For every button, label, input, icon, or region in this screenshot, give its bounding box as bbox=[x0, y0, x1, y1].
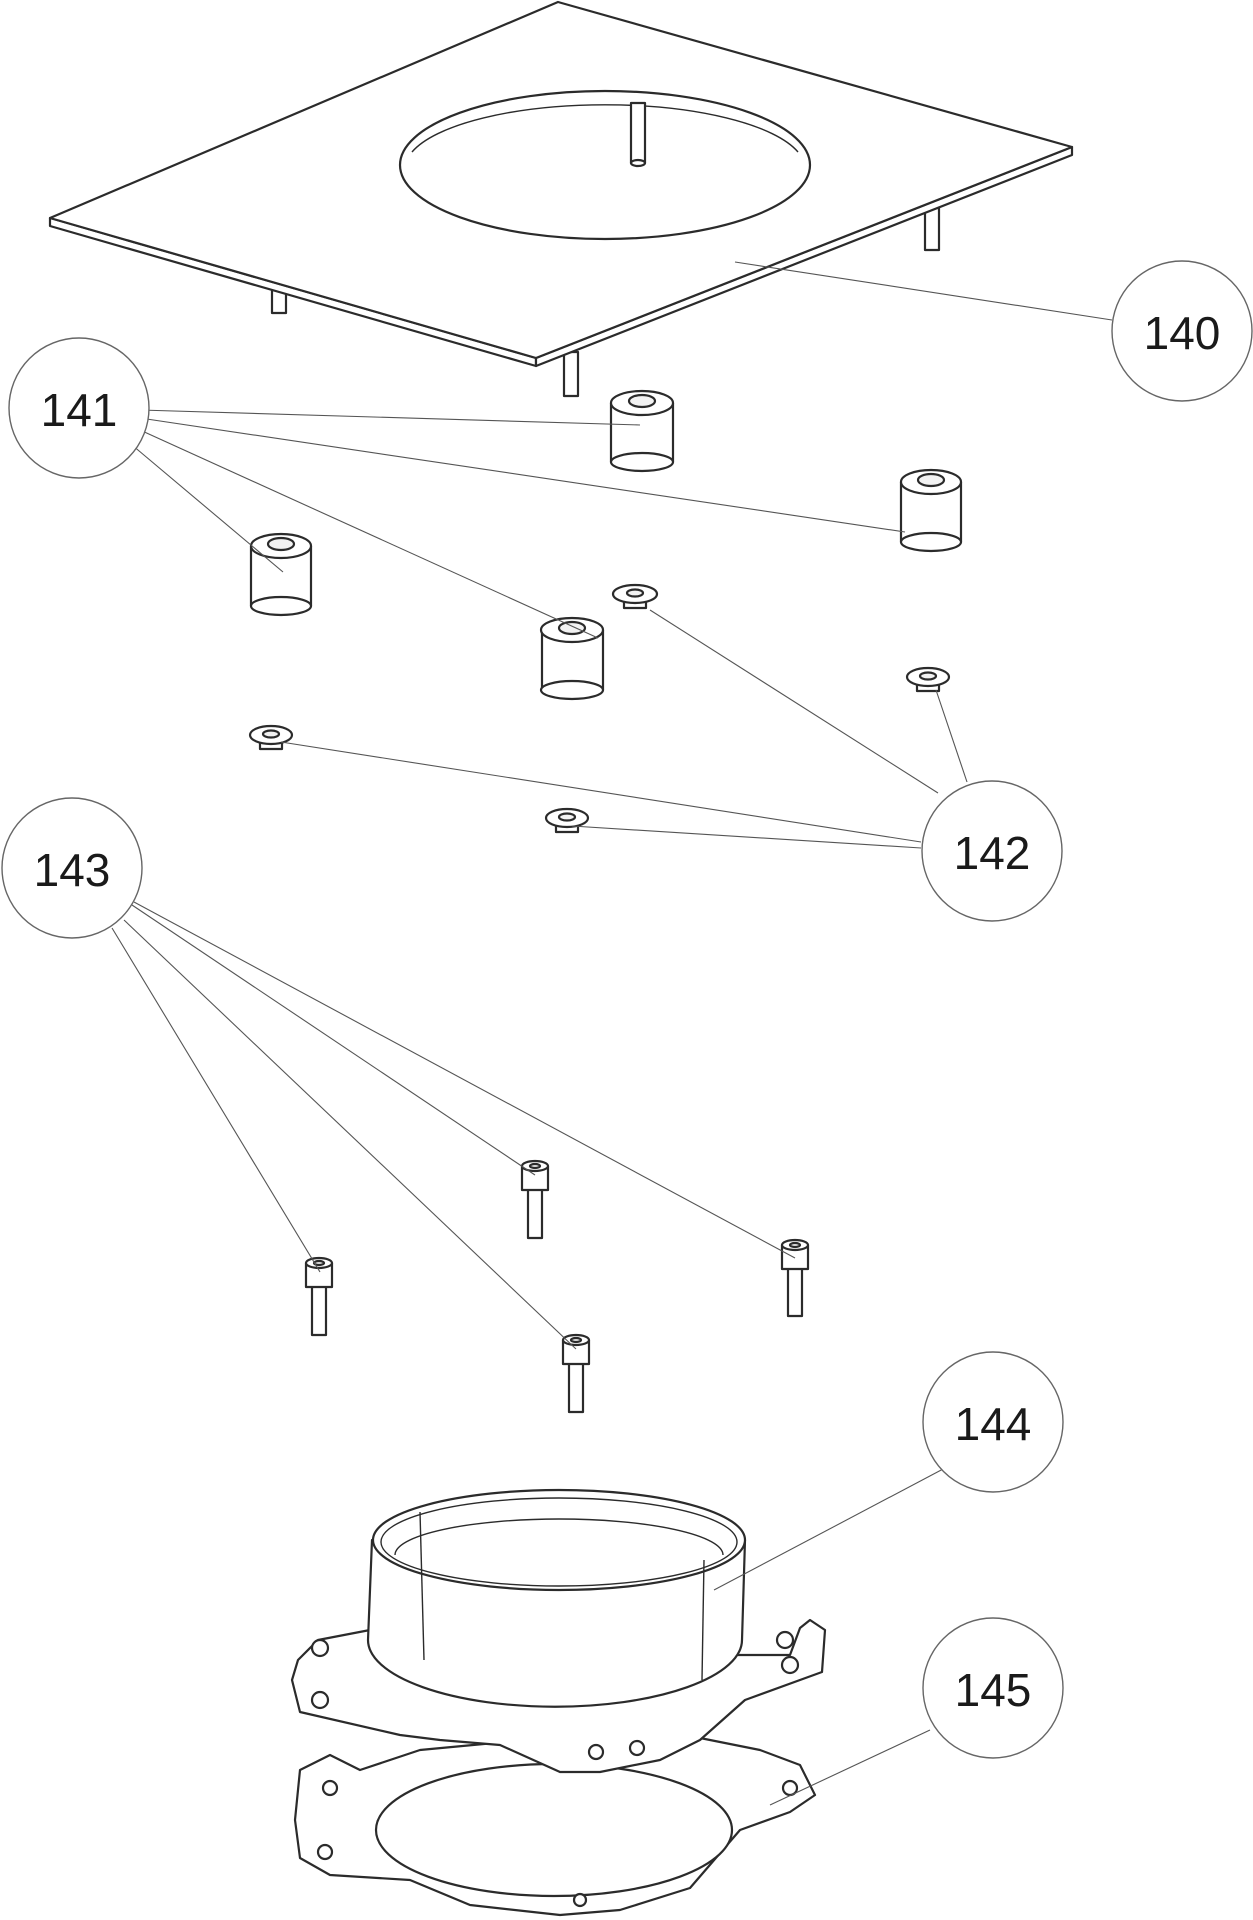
callout-144: 144 bbox=[922, 1351, 1064, 1493]
callout-140: 140 bbox=[1111, 260, 1253, 402]
callout-145-label: 145 bbox=[955, 1664, 1032, 1716]
callout-144-circle bbox=[922, 1351, 1064, 1493]
nut-1 bbox=[611, 583, 659, 610]
callout-142: 142 bbox=[921, 780, 1063, 922]
spacer-3 bbox=[249, 532, 313, 617]
nut-parts bbox=[248, 583, 951, 834]
callout-140-label: 140 bbox=[1144, 307, 1221, 359]
leader-143-c bbox=[111, 927, 321, 1273]
leader-141-d bbox=[139, 429, 599, 639]
leader-145 bbox=[769, 1729, 931, 1806]
screw-4 bbox=[561, 1333, 591, 1414]
spacer-4 bbox=[539, 616, 605, 701]
callout-143-label: 143 bbox=[34, 844, 111, 896]
leader-143-a bbox=[131, 904, 536, 1176]
callout-141-label: 141 bbox=[41, 384, 118, 436]
screw-1 bbox=[520, 1159, 550, 1240]
gasket-part bbox=[293, 1733, 817, 1917]
spacer-2 bbox=[899, 468, 963, 553]
leader-141-c bbox=[131, 444, 284, 573]
screw-3 bbox=[780, 1238, 810, 1318]
leader-141-a bbox=[139, 409, 641, 426]
nut-2 bbox=[905, 666, 951, 693]
leader-143-d bbox=[123, 919, 577, 1350]
callout-145-circle bbox=[922, 1617, 1064, 1759]
spacer-1 bbox=[609, 389, 675, 473]
callout-144-label: 144 bbox=[955, 1398, 1032, 1450]
callout-143-circle bbox=[1, 797, 143, 939]
nut-4 bbox=[544, 807, 590, 834]
callout-142-label: 142 bbox=[954, 827, 1031, 879]
leader-142-c bbox=[280, 741, 922, 843]
leader-142-a bbox=[649, 609, 939, 794]
leader-142-d bbox=[571, 825, 922, 849]
leader-144 bbox=[713, 1467, 946, 1591]
screw-parts bbox=[304, 1159, 810, 1414]
nut-3 bbox=[248, 724, 294, 751]
leader-lines bbox=[111, 261, 1113, 1806]
plate-part bbox=[48, 0, 1074, 398]
leader-140 bbox=[734, 261, 1113, 321]
spacer-parts bbox=[249, 389, 963, 701]
leader-142-b bbox=[935, 689, 968, 783]
callout-145: 145 bbox=[922, 1617, 1064, 1759]
callout-142-circle bbox=[921, 780, 1063, 922]
collar-part bbox=[290, 1488, 827, 1774]
callout-141: 141 bbox=[8, 337, 150, 479]
callout-141-circle bbox=[8, 337, 150, 479]
callout-140-circle bbox=[1111, 260, 1253, 402]
leader-141-b bbox=[139, 417, 906, 533]
callout-143: 143 bbox=[1, 797, 143, 939]
leader-143-b bbox=[133, 901, 796, 1259]
